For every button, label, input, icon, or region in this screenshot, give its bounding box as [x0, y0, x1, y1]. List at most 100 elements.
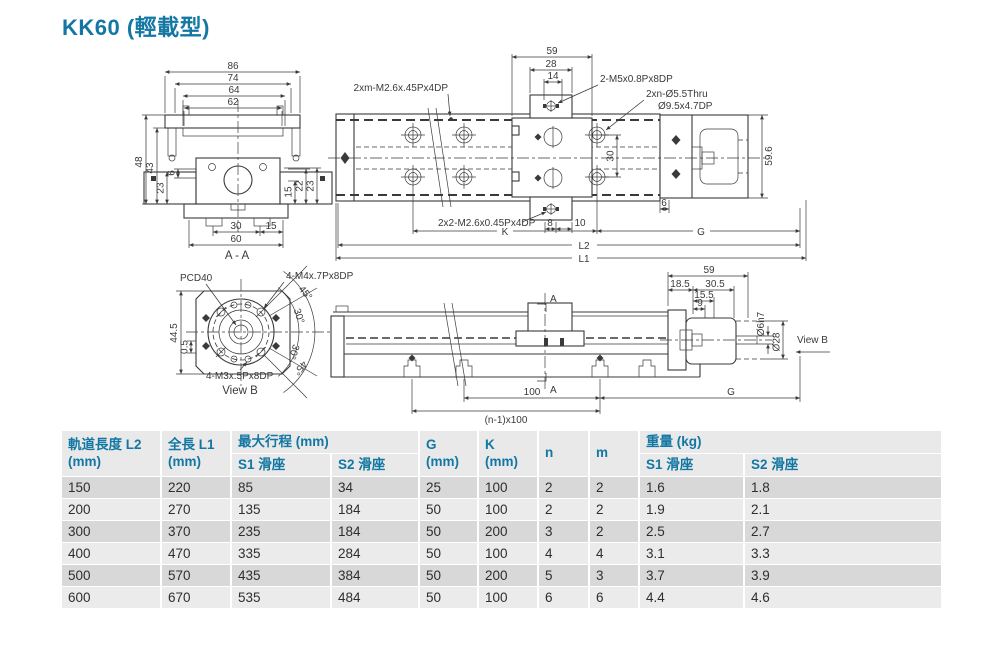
table-cell: 100: [479, 477, 537, 498]
dim-pilot: Ø28: [772, 332, 783, 351]
table-cell: 3.7: [640, 565, 743, 586]
table-cell: 400: [62, 543, 160, 564]
table-cell: 435: [232, 565, 330, 586]
dim-59-side: 59: [703, 265, 715, 276]
table-cell: 85: [232, 477, 330, 498]
dim-64: 64: [228, 85, 240, 96]
table-cell: 100: [479, 499, 537, 520]
section-caption: A - A: [225, 250, 250, 262]
table-cell: 3: [539, 521, 588, 542]
dim-15-right: 15: [284, 186, 295, 198]
table-cell: 484: [332, 587, 418, 608]
header-stroke-s1: S1 滑座: [232, 454, 330, 476]
dim-6: 6: [167, 170, 178, 176]
dim-44-5: 44.5: [169, 323, 180, 343]
screw-symbol-bottom: [543, 203, 559, 215]
dim-15-bottom: 15: [265, 221, 277, 232]
section-aa-view: 86 74 64 62 48 43 23 6 15 2: [134, 61, 333, 262]
view-b-reference: View B: [797, 335, 828, 346]
table-cell: 50: [420, 543, 477, 564]
dim-6-plan: 6: [661, 198, 667, 209]
table-cell: 570: [162, 565, 230, 586]
table-cell: 3.3: [745, 543, 941, 564]
dim-60: 60: [230, 234, 242, 245]
table-cell: 535: [232, 587, 330, 608]
table-cell: 200: [62, 499, 160, 520]
table-cell: 1.6: [640, 477, 743, 498]
dim-74: 74: [227, 73, 239, 84]
dim-28: 28: [545, 59, 557, 70]
dim-43: 43: [145, 162, 156, 174]
annotation-m5: 2-M5x0.8Px8DP: [600, 74, 673, 85]
table-cell: 150: [62, 477, 160, 498]
table-cell: 300: [62, 521, 160, 542]
table-cell: 1.9: [640, 499, 743, 520]
table-cell: 50: [420, 521, 477, 542]
header-n: n: [539, 431, 588, 476]
table-cell: 2.5: [640, 521, 743, 542]
header-weight-group: 重量 (kg): [640, 431, 941, 453]
dim-30: 30: [230, 221, 242, 232]
dim-30-vert: 30: [606, 150, 617, 162]
annotation-m3: 4-M3x.5Px8DP: [206, 371, 274, 382]
angle-30-bottom: 30°: [286, 343, 301, 361]
annotation-pcd40: PCD40: [180, 273, 213, 284]
angle-45-bottom: 45°: [291, 358, 309, 377]
table-cell: 6: [590, 587, 638, 608]
dim-22: 22: [295, 180, 306, 192]
page-title: KK60 (輕載型): [62, 15, 211, 40]
dim-59-6: 59.6: [764, 146, 775, 166]
header-weight-s2: S2 滑座: [745, 454, 941, 476]
dim-30-5: 30.5: [705, 279, 725, 290]
table-cell: 4: [539, 543, 588, 564]
table-cell: 4.4: [640, 587, 743, 608]
dim-62: 62: [227, 97, 239, 108]
dim-10: 10: [574, 218, 586, 229]
table-cell: 4.6: [745, 587, 941, 608]
dim-14: 14: [547, 71, 559, 82]
table-cell: 100: [479, 543, 537, 564]
table-cell: 25: [420, 477, 477, 498]
header-rail-length: 軌道長度 L2(mm): [62, 431, 160, 476]
dim-48: 48: [134, 156, 145, 168]
table-cell: 270: [162, 499, 230, 520]
table-cell: 100: [479, 587, 537, 608]
annotation-m4: 4-M4x.7Px8DP: [286, 271, 354, 282]
table-cell: 335: [232, 543, 330, 564]
table-cell: 200: [479, 521, 537, 542]
table-cell: 235: [232, 521, 330, 542]
table-cell: 370: [162, 521, 230, 542]
table-cell: 2: [590, 499, 638, 520]
table-cell: 670: [162, 587, 230, 608]
section-mark-a-bottom: A: [550, 385, 557, 396]
dim-86: 86: [227, 61, 239, 72]
dim-23-right: 23: [306, 180, 317, 192]
table-cell: 50: [420, 565, 477, 586]
dim-23-left: 23: [156, 182, 167, 194]
dim-59: 59: [546, 46, 558, 57]
table-cell: 3.9: [745, 565, 941, 586]
table-cell: 50: [420, 587, 477, 608]
annotation-m26: 2x2-M2.6x0.45Px4DP: [438, 218, 536, 229]
table-cell: 2: [590, 521, 638, 542]
table-cell: 470: [162, 543, 230, 564]
table-cell: 2: [539, 477, 588, 498]
table-cell: 384: [332, 565, 418, 586]
table-cell: 135: [232, 499, 330, 520]
flange-view-b: 45° 30° 30° 45° 44.5 0.5 PCD40 4-M4x.7Px…: [169, 265, 354, 399]
table-cell: 2: [590, 477, 638, 498]
table-cell: 2.7: [745, 521, 941, 542]
dim-K: K: [502, 227, 509, 238]
side-view: A A Ø6h7 Ø28 View B: [330, 265, 830, 426]
dim-L2: L2: [578, 241, 590, 252]
table-cell: 220: [162, 477, 230, 498]
plan-view: 30 59.6 59 28 14 2xm-M2.6x.45Px4DP 2-M5x…: [328, 46, 807, 265]
angle-30-top: 30°: [291, 307, 306, 325]
table-cell: 500: [62, 565, 160, 586]
dim-pitch: (n-1)x100: [485, 415, 528, 426]
dim-100: 100: [524, 387, 541, 398]
table-cell: 184: [332, 499, 418, 520]
